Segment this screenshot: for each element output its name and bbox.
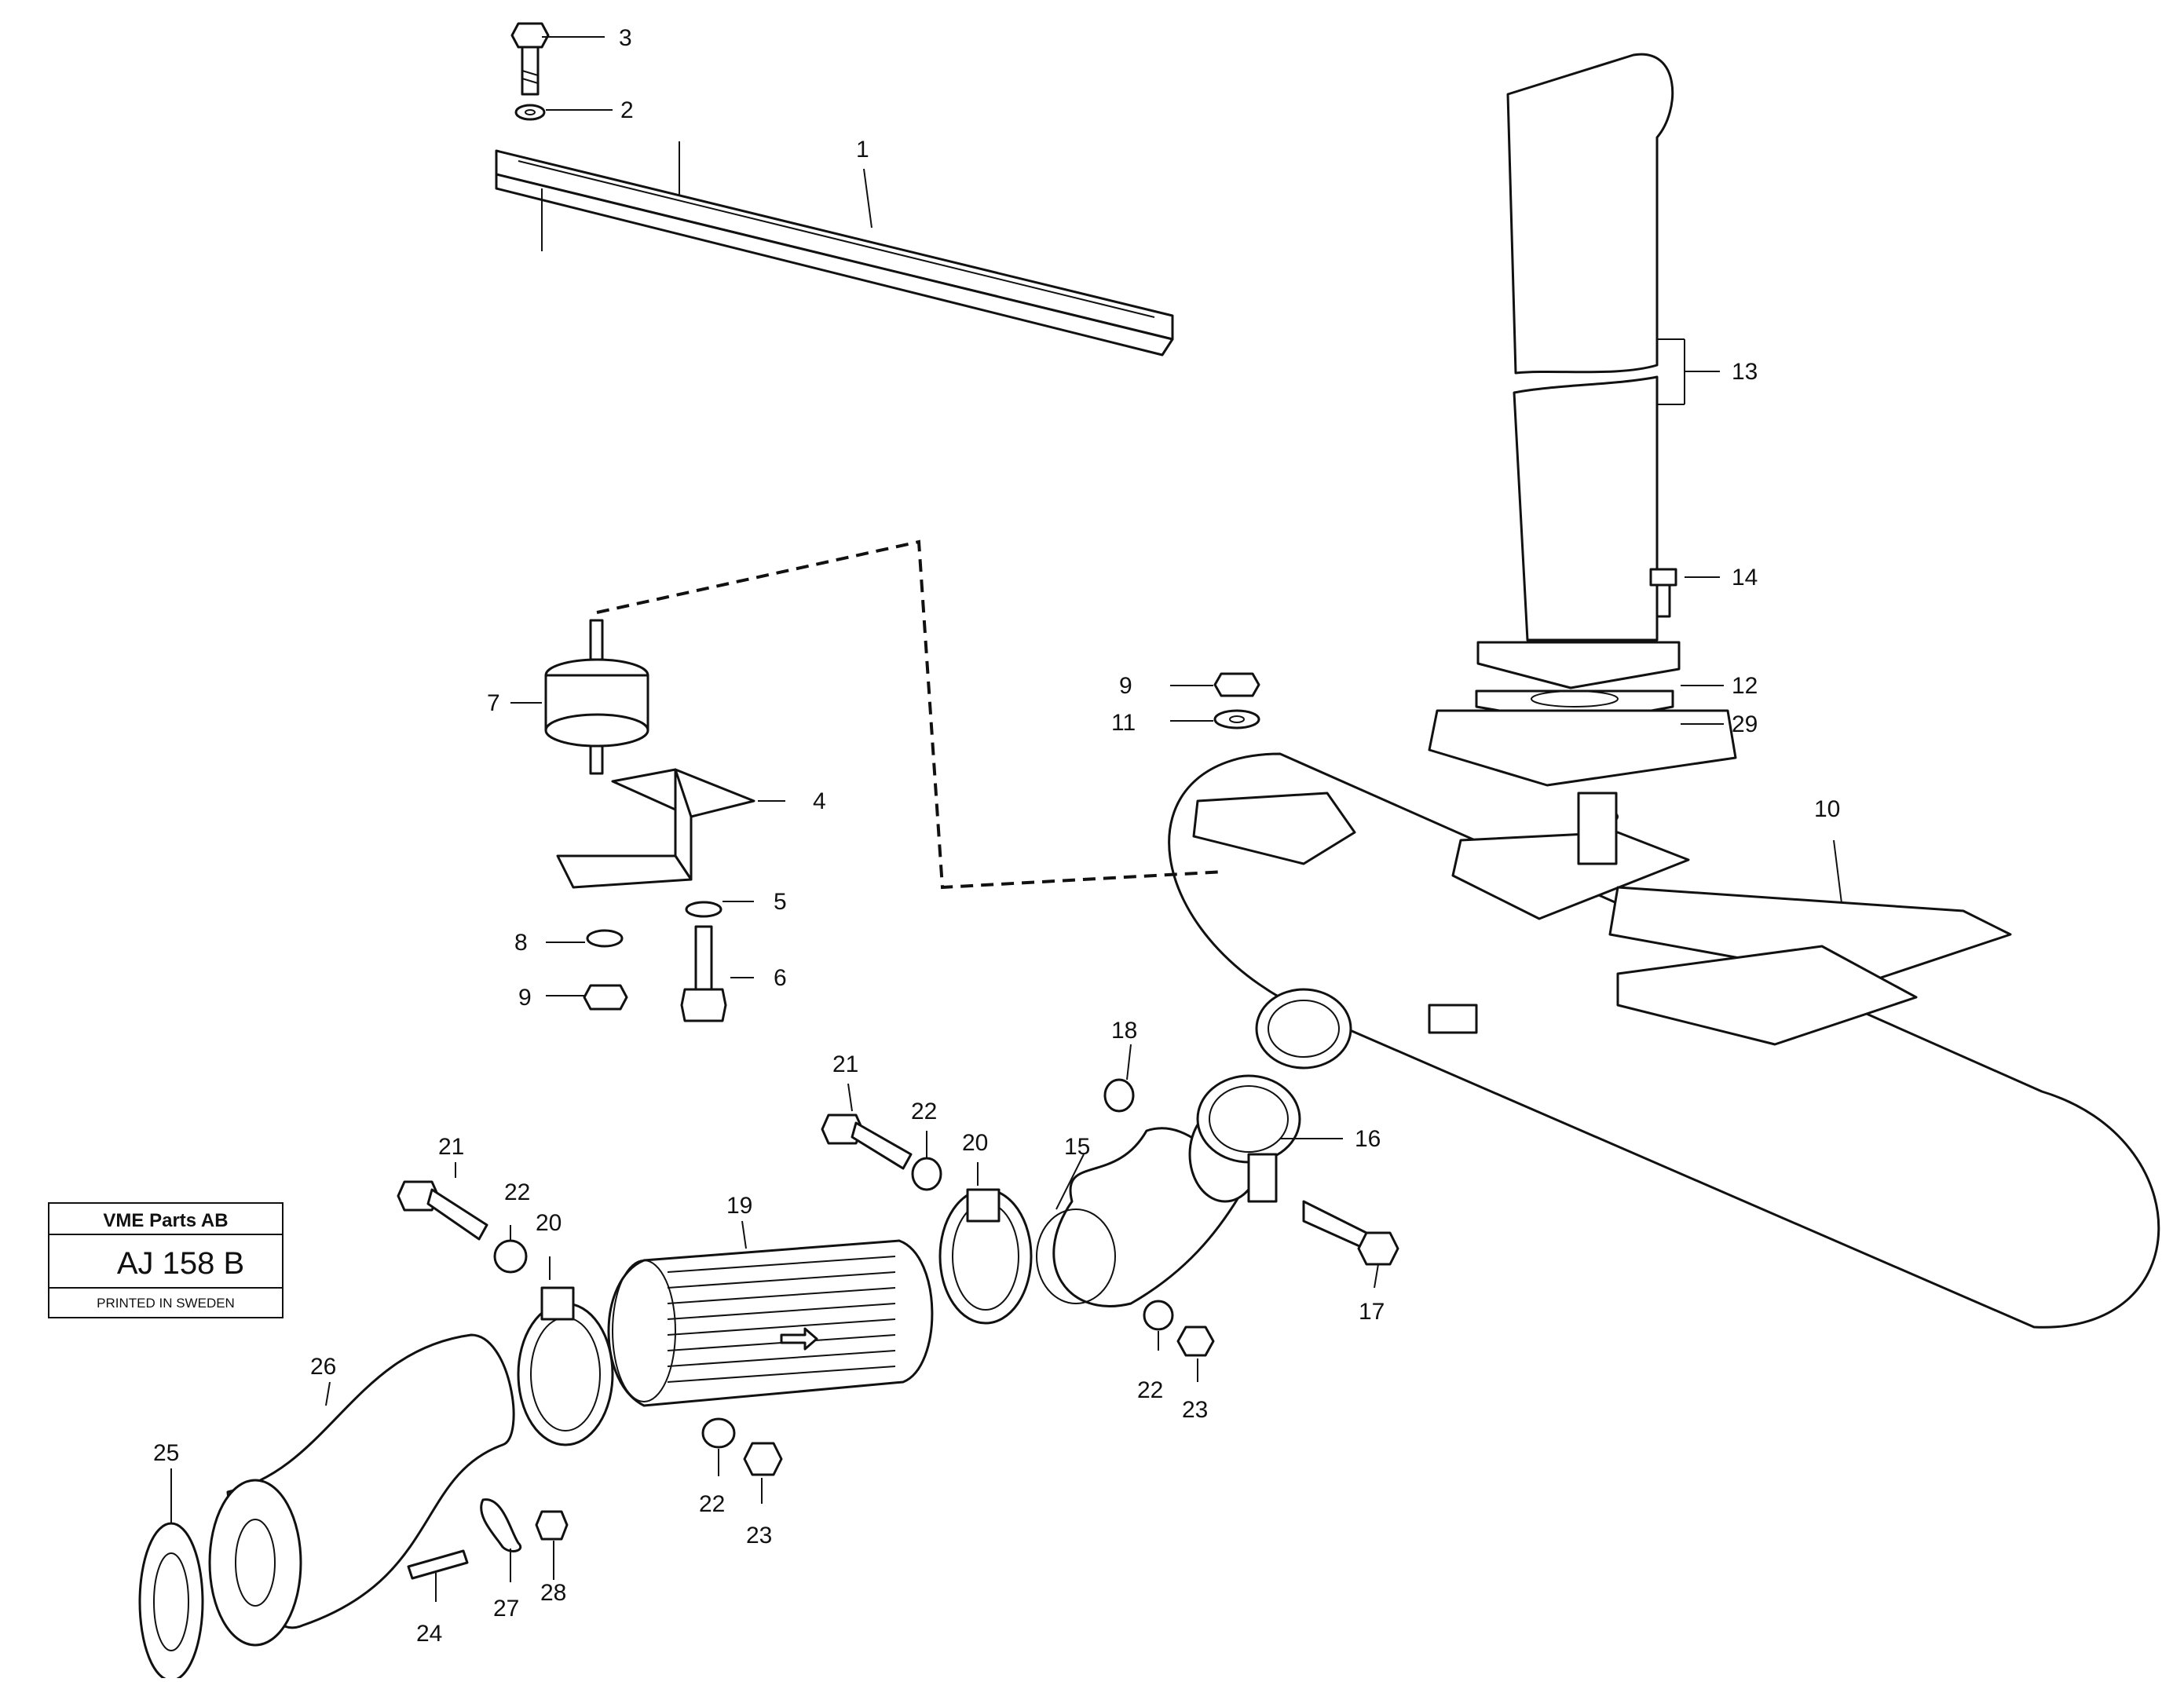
callout-17: 17 xyxy=(1359,1299,1385,1325)
callout-3: 3 xyxy=(619,25,632,51)
ring-clamp-part-20-left xyxy=(517,1286,614,1446)
bolt-part-17 xyxy=(1302,1200,1399,1266)
washer-part-8 xyxy=(586,929,624,948)
bolt-part-21-upper xyxy=(821,1113,913,1170)
washer-part-22-lower-left xyxy=(701,1417,736,1449)
callout-27: 27 xyxy=(493,1596,519,1622)
flex-hose-part-19 xyxy=(607,1239,934,1407)
callout-labels: 3 2 1 13 14 12 29 9 11 10 7 4 5 8 6 9 18… xyxy=(153,25,1840,1647)
channel-bar xyxy=(495,141,1174,357)
parts-stamp: VME Parts AB AJ 158 B PRINTED IN SWEDEN xyxy=(48,1202,284,1318)
callout-1: 1 xyxy=(856,137,869,163)
callout-10: 10 xyxy=(1814,796,1840,822)
callout-9-mount: 9 xyxy=(518,985,532,1011)
rubber-mount-part-7 xyxy=(544,619,649,775)
callout-20-upper: 20 xyxy=(962,1130,988,1156)
callout-23-left: 23 xyxy=(746,1523,772,1549)
washer-part-22-lower-right xyxy=(1143,1300,1174,1331)
stamp-note: PRINTED IN SWEDEN xyxy=(97,1296,235,1311)
callout-22-lower-left: 22 xyxy=(699,1491,725,1517)
callout-16: 16 xyxy=(1355,1126,1381,1152)
callout-2: 2 xyxy=(620,97,634,123)
nut-part-23-right xyxy=(1176,1325,1215,1357)
gasket-part-25 xyxy=(138,1522,204,1682)
callout-9-muffler: 9 xyxy=(1119,673,1132,699)
muffler xyxy=(1168,752,2160,1329)
tailpipe xyxy=(1506,53,1720,642)
callout-4: 4 xyxy=(813,788,826,814)
callout-28: 28 xyxy=(540,1580,566,1606)
lock-washer-part-27 xyxy=(480,1498,521,1552)
callout-19: 19 xyxy=(726,1193,752,1219)
callout-11: 11 xyxy=(1111,710,1136,736)
callout-12: 12 xyxy=(1732,673,1758,699)
ring-clamp-part-20-right xyxy=(938,1188,1033,1325)
clamp-part-16 xyxy=(1196,1074,1301,1203)
bolt-part-14 xyxy=(1649,568,1677,618)
callout-25: 25 xyxy=(153,1440,179,1466)
stamp-company: VME Parts AB xyxy=(103,1210,228,1231)
nut-part-9-bottom xyxy=(583,984,628,1011)
bolt-part-3 xyxy=(510,22,550,96)
nut-part-9-top xyxy=(1213,672,1260,697)
washer-part-5 xyxy=(685,901,723,918)
callout-24: 24 xyxy=(416,1621,442,1647)
callout-22-upper: 22 xyxy=(911,1099,937,1124)
callout-5: 5 xyxy=(774,889,787,915)
tailpipe-flange xyxy=(1428,641,1737,787)
inlet-pipe-part-26 xyxy=(208,1333,515,1647)
callout-21-left: 21 xyxy=(438,1134,464,1160)
bolt-part-21-left xyxy=(397,1180,488,1241)
callout-13: 13 xyxy=(1732,359,1758,385)
mount-leader-dashed xyxy=(596,539,1226,890)
washer-part-22-upper xyxy=(911,1157,942,1191)
callout-6: 6 xyxy=(774,965,787,991)
leader-lines xyxy=(170,36,1842,1602)
callout-14: 14 xyxy=(1732,565,1758,591)
callout-23-right: 23 xyxy=(1182,1397,1208,1423)
callout-18: 18 xyxy=(1111,1018,1137,1044)
callout-29: 29 xyxy=(1732,711,1758,737)
washer-part-2 xyxy=(514,104,546,121)
washer-part-11 xyxy=(1213,709,1260,729)
stud-part-24 xyxy=(407,1549,469,1580)
nut-part-28 xyxy=(535,1510,569,1541)
callout-15: 15 xyxy=(1064,1134,1090,1160)
callout-7: 7 xyxy=(487,690,500,716)
callout-8: 8 xyxy=(514,930,528,956)
bracket-part-4 xyxy=(556,768,755,889)
stamp-code: AJ 158 B xyxy=(117,1246,244,1281)
bolt-part-6 xyxy=(680,925,727,1022)
callout-26: 26 xyxy=(310,1354,336,1380)
callout-22-left: 22 xyxy=(504,1179,530,1205)
nut-part-23-left xyxy=(743,1442,783,1476)
callout-22-lower-right: 22 xyxy=(1137,1377,1163,1403)
washer-part-18 xyxy=(1103,1078,1135,1113)
washer-part-22-left xyxy=(493,1239,528,1274)
callout-21-upper: 21 xyxy=(832,1051,858,1077)
callout-20-left: 20 xyxy=(536,1210,562,1236)
